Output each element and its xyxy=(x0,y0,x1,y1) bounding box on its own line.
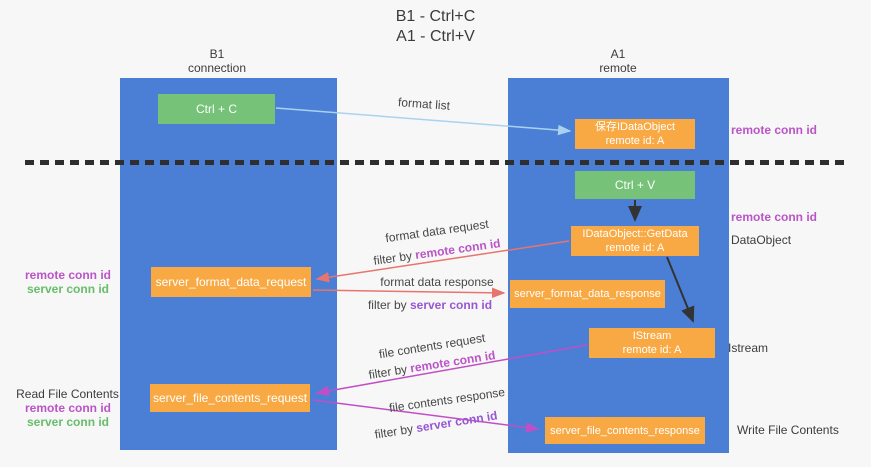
remote-conn-id-value: remote conn id xyxy=(414,236,502,262)
left-conn-id-block-1: remote conn id server conn id xyxy=(18,268,118,296)
ctrl-v-label: Ctrl + V xyxy=(614,178,656,192)
ctrl-c-label: Ctrl + C xyxy=(195,102,237,116)
istream-line2: remote id: A xyxy=(622,344,682,356)
server-file-contents-request-box: server_file_contents_request xyxy=(150,384,310,412)
right-write-file-contents-label: Write File Contents xyxy=(737,423,839,437)
getdata-line1: IDataObject::GetData xyxy=(582,228,688,240)
right-istream-label: Istream xyxy=(728,341,769,355)
right-column-header: A1 remote xyxy=(548,47,688,75)
right-dataobject-label: DataObject xyxy=(731,233,792,247)
left-header-role: connection xyxy=(187,61,247,75)
left-column-header: B1 connection xyxy=(147,47,287,75)
istream-line1: IStream xyxy=(632,330,672,342)
format-data-response-arrow xyxy=(312,287,506,299)
right-remote-conn-id-label-1: remote conn id xyxy=(731,123,818,137)
left-server-conn-id-label-1: server conn id xyxy=(26,282,110,296)
right-remote-conn-id-label-2: remote conn id xyxy=(731,210,818,224)
left-remote-conn-id-label-2: remote conn id xyxy=(24,401,111,415)
format-list-label: format list xyxy=(397,95,451,113)
save-dataobject-box: 保存IDataObject remote id: A xyxy=(575,119,695,149)
server-conn-id-value: server conn id xyxy=(409,298,493,312)
filter-by-server-conn-id-label-1: filter by server conn id xyxy=(368,298,492,312)
right-header-name: A1 xyxy=(610,47,626,61)
left-read-file-contents-label: Read File Contents xyxy=(16,387,119,401)
dashed-divider-line xyxy=(25,160,848,165)
ctrl-c-box: Ctrl + C xyxy=(158,94,275,124)
save-dataobject-line2: remote id: A xyxy=(605,135,665,147)
filter-prefix: filter by xyxy=(367,361,412,382)
left-header-name: B1 xyxy=(209,47,225,61)
left-server-conn-id-label-2: server conn id xyxy=(26,415,110,429)
server-conn-id-value: server conn id xyxy=(415,408,499,436)
istream-box: IStream remote id: A xyxy=(589,328,715,358)
title-line-2: A1 - Ctrl+V xyxy=(396,28,475,45)
server-file-contents-response-box: server_file_contents_response xyxy=(545,417,705,444)
getdata-box: IDataObject::GetData remote id: A xyxy=(571,226,699,256)
server-file-contents-request-label: server_file_contents_request xyxy=(152,391,308,405)
save-dataobject-line1: 保存IDataObject xyxy=(594,121,676,133)
filter-prefix: filter by xyxy=(373,421,418,442)
server-file-contents-response-label: server_file_contents_response xyxy=(550,424,700,437)
format-data-response-label: format data response xyxy=(380,275,494,289)
right-header-role: remote xyxy=(599,61,637,75)
server-format-data-request-label: server_format_data_request xyxy=(155,275,307,289)
getdata-line2: remote id: A xyxy=(605,242,665,254)
server-format-data-request-box: server_format_data_request xyxy=(151,267,311,297)
filter-prefix: filter by xyxy=(367,298,410,312)
server-format-data-response-label: server_format_data_response xyxy=(514,288,661,300)
server-format-data-response-box: server_format_data_response xyxy=(510,280,665,308)
diagram-title: B1 - Ctrl+C A1 - Ctrl+V xyxy=(0,7,871,47)
filter-prefix: filter by xyxy=(372,248,417,268)
left-remote-conn-id-label-1: remote conn id xyxy=(24,268,111,282)
title-line-1: B1 - Ctrl+C xyxy=(395,8,476,25)
left-conn-id-block-2: remote conn id server conn id xyxy=(18,401,118,429)
ctrl-v-box: Ctrl + V xyxy=(575,171,695,199)
